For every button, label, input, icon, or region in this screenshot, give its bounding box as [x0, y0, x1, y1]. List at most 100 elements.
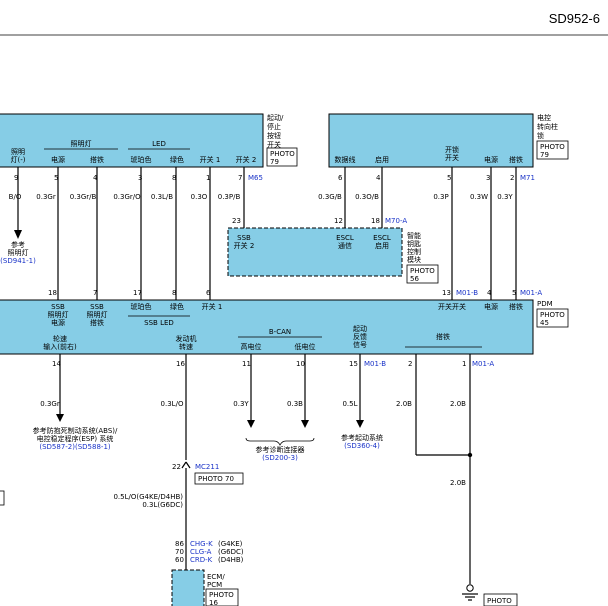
svg-text:CLG-A: CLG-A: [190, 548, 212, 556]
svg-text:开关 2: 开关 2: [236, 155, 257, 164]
pdm-top-labels: SSB 照明灯 电源 SSB 照明灯 搭铁 琥珀色 绿色 开关 1 开关开关 电…: [48, 302, 524, 327]
escl-photo-box: [536, 140, 569, 160]
mc211-photo-box: [194, 472, 244, 485]
ecm-module: [171, 569, 205, 606]
svg-text:18: 18: [371, 217, 380, 225]
svg-text:4: 4: [487, 289, 492, 297]
svg-text:13: 13: [442, 289, 451, 297]
left-cutoff-box: [0, 490, 5, 506]
escl-pins: 6 4 5 3 2: [338, 174, 514, 182]
svg-text:(SD360-4): (SD360-4): [344, 442, 380, 450]
top-wires: [14, 167, 517, 300]
svg-text:参考诊断连接器: 参考诊断连接器: [256, 445, 305, 454]
svg-text:2.0B: 2.0B: [450, 479, 466, 487]
bottom-wires: [56, 354, 473, 584]
smk-name: 智能 钥匙 控制 模块: [407, 231, 421, 264]
svg-text:0.3O: 0.3O: [191, 193, 208, 201]
svg-text:数据线: 数据线: [335, 155, 356, 164]
svg-text:搭铁: 搭铁: [90, 155, 104, 164]
pdm-bottom-pins: 14 16 11 10 15 2 1: [52, 360, 466, 368]
ecm-photo-number: 16: [209, 599, 218, 606]
ssb-photo-number: 79: [270, 158, 279, 166]
svg-text:70: 70: [175, 548, 184, 556]
ground-icon: [462, 584, 478, 601]
svg-text:参考: 参考: [11, 240, 25, 249]
svg-text:0.3O/B: 0.3O/B: [355, 193, 379, 201]
ssb-photo-label: PHOTO: [270, 150, 295, 158]
ssb-photo-box: [266, 147, 298, 167]
svg-text:0.5L: 0.5L: [342, 400, 357, 408]
ecm-pins: 86 70 60: [175, 540, 184, 564]
smk-photo-label: PHOTO: [410, 267, 435, 275]
ssb-module: [0, 113, 264, 168]
svg-text:4: 4: [376, 174, 381, 182]
escl-connector: M71: [520, 174, 535, 182]
ssb-group-lighting: 照明灯: [71, 139, 92, 148]
smk-connector: M70-A: [385, 217, 407, 225]
ground-photo: PHOTO: [487, 597, 512, 605]
svg-text:开关开关: 开关开关: [438, 302, 466, 311]
svg-text:开锁: 开锁: [445, 145, 459, 154]
svg-text:开关 1: 开关 1: [202, 302, 223, 311]
smk-photo-number: 56: [410, 275, 419, 283]
svg-text:(G4KE): (G4KE): [218, 540, 243, 548]
svg-text:照明灯: 照明灯: [48, 310, 69, 319]
svg-text:9: 9: [14, 174, 18, 182]
svg-text:7: 7: [93, 289, 97, 297]
svg-text:11: 11: [242, 360, 251, 368]
svg-text:18: 18: [48, 289, 57, 297]
svg-text:1: 1: [206, 174, 210, 182]
escl-pin-labels: 开锁 开关 数据线 启用 电源 搭铁: [335, 145, 524, 164]
svg-text:0.5L/O(G4KE/D4HB): 0.5L/O(G4KE/D4HB): [113, 493, 183, 501]
escl-photo-label: PHOTO: [540, 143, 565, 151]
svg-text:10: 10: [296, 360, 305, 368]
svg-text:照明灯: 照明灯: [87, 310, 108, 319]
svg-text:4: 4: [93, 174, 98, 182]
svg-text:电源: 电源: [51, 318, 65, 327]
svg-text:模块: 模块: [407, 255, 421, 264]
svg-text:15: 15: [349, 360, 358, 368]
svg-text:搭铁: 搭铁: [509, 302, 523, 311]
svg-text:CRD-K: CRD-K: [190, 556, 213, 564]
svg-text:0.3B: 0.3B: [287, 400, 303, 408]
svg-text:ESCL: ESCL: [373, 234, 391, 242]
svg-text:0.3W: 0.3W: [470, 193, 488, 201]
svg-text:2.0B: 2.0B: [450, 400, 466, 408]
svg-text:0.3Gr: 0.3Gr: [36, 193, 56, 201]
svg-text:SSB: SSB: [90, 303, 104, 311]
ecm-wire-label: 0.5L/O(G4KE/D4HB) 0.3L(G6DC): [113, 493, 183, 509]
svg-text:搭铁: 搭铁: [90, 318, 104, 327]
svg-text:高电位: 高电位: [241, 342, 262, 351]
svg-text:锁: 锁: [537, 131, 544, 140]
ssb-pin-labels: 照明 灯(-) 电源 搭铁 琥珀色 绿色 开关 1 开关 2: [11, 148, 257, 164]
svg-text:0.3P/B: 0.3P/B: [218, 193, 241, 201]
svg-text:发动机: 发动机: [176, 334, 197, 343]
svg-text:2: 2: [510, 174, 514, 182]
svg-text:起动/: 起动/: [267, 113, 284, 122]
pdm-photo-label: PHOTO: [540, 311, 565, 319]
svg-text:轮速: 轮速: [53, 334, 67, 343]
svg-text:琥珀色: 琥珀色: [131, 302, 152, 311]
top-wire-labels: B/O 0.3Gr 0.3Gr/B 0.3Gr/O 0.3L/B 0.3O 0.…: [9, 193, 514, 201]
ecm-connectors: CHG-K (G4KE) CLG-A (G6DC) CRD-K (D4HB): [190, 540, 244, 564]
svg-text:5: 5: [512, 289, 516, 297]
svg-text:86: 86: [175, 540, 184, 548]
svg-text:2.0B: 2.0B: [396, 400, 412, 408]
smk-photo-box: [406, 264, 439, 284]
svg-text:开关 1: 开关 1: [200, 155, 221, 164]
svg-text:电源: 电源: [484, 155, 498, 164]
svg-text:绿色: 绿色: [170, 302, 184, 311]
svg-text:0.3Y: 0.3Y: [497, 193, 513, 201]
pdm-photo-number: 45: [540, 319, 549, 327]
svg-text:参考起动系统: 参考起动系统: [341, 433, 383, 442]
ref-abs: 参考防抱死制动系统(ABS)/ 电控稳定程序(ESP) 系统 (SD587-2)…: [33, 426, 118, 451]
svg-text:(SD200-3): (SD200-3): [262, 454, 298, 462]
svg-text:5: 5: [54, 174, 58, 182]
svg-text:12: 12: [334, 217, 343, 225]
svg-text:0.3Gr/B: 0.3Gr/B: [70, 193, 97, 201]
svg-text:0.3L/O: 0.3L/O: [161, 400, 184, 408]
svg-text:按钮: 按钮: [267, 131, 281, 140]
pdm-connector-b-top: M01-B: [456, 289, 478, 297]
svg-text:控制: 控制: [407, 247, 421, 256]
svg-text:2: 2: [408, 360, 412, 368]
